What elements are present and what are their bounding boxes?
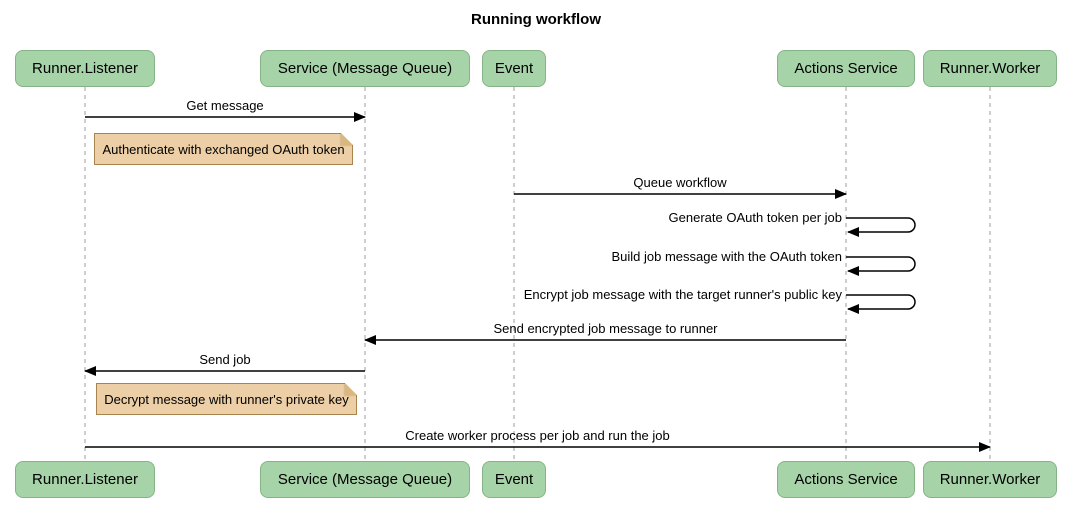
message-label: Send job: [199, 352, 251, 367]
participant-box-top-worker: Runner.Worker: [923, 50, 1057, 87]
message-label: Send encrypted job message to runner: [493, 321, 718, 336]
participant-box-top-actions: Actions Service: [777, 50, 915, 87]
self-loop-arrow: [846, 217, 916, 237]
note: Authenticate with exchanged OAuth token: [94, 133, 353, 165]
participant-box-bottom-queue: Service (Message Queue): [260, 461, 470, 498]
message-label: Queue workflow: [633, 175, 727, 190]
participant-box-top-queue: Service (Message Queue): [260, 50, 470, 87]
self-message-label: Encrypt job message with the target runn…: [523, 287, 842, 302]
self-message-label: Generate OAuth token per job: [668, 210, 842, 225]
participant-box-top-listener: Runner.Listener: [15, 50, 155, 87]
diagram-title: Running workflow: [471, 11, 601, 28]
participant-box-bottom-listener: Runner.Listener: [15, 461, 155, 498]
self-loop-arrow: [846, 294, 916, 314]
message-label: Get message: [186, 98, 264, 113]
note: Decrypt message with runner's private ke…: [96, 383, 357, 415]
participant-box-bottom-worker: Runner.Worker: [923, 461, 1057, 498]
message-label: Create worker process per job and run th…: [405, 428, 670, 443]
participant-box-top-event: Event: [482, 50, 546, 87]
self-loop-arrow: [846, 256, 916, 276]
participant-box-bottom-actions: Actions Service: [777, 461, 915, 498]
participant-box-bottom-event: Event: [482, 461, 546, 498]
self-message-label: Build job message with the OAuth token: [611, 249, 842, 264]
